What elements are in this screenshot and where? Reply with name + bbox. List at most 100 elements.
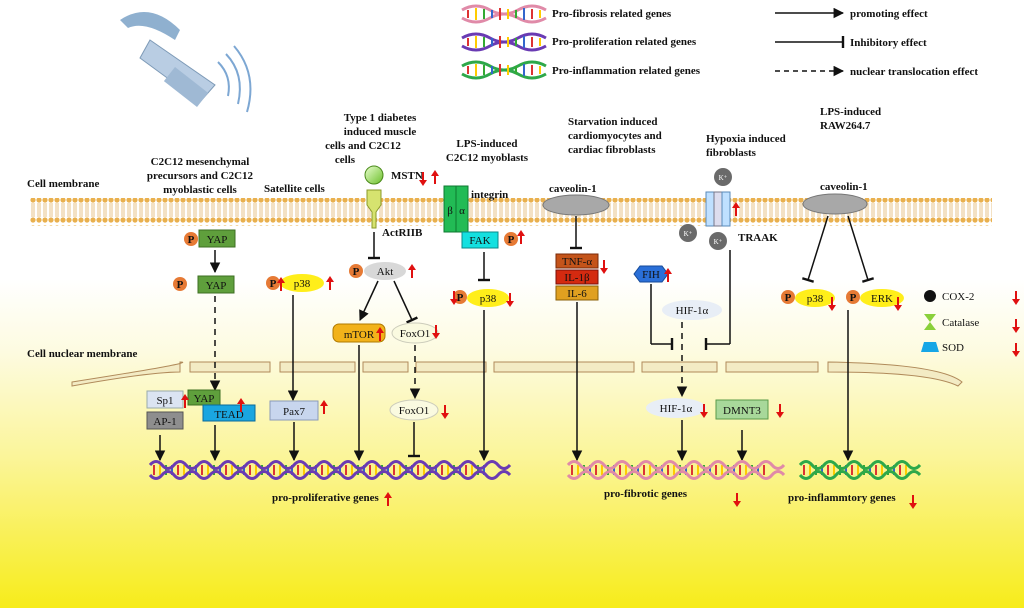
mstn-ligand-icon	[364, 165, 384, 185]
svg-text:TEAD: TEAD	[214, 409, 243, 421]
legend-fibrosis-gene-icon	[461, 4, 547, 24]
down-arrow-icon	[909, 495, 917, 509]
legend-proliferation-label: Pro-proliferation related genes	[552, 36, 697, 48]
pro-proliferative-label: pro-proliferative genes	[272, 492, 380, 504]
svg-text:FIH: FIH	[642, 269, 660, 281]
dna-inflammation	[798, 460, 922, 480]
up-arrow-icon	[237, 398, 245, 412]
col-mstn: MSTN ActRIIB P Akt mTOR FoxO1 FoxO1	[332, 165, 439, 462]
phospho-icon	[266, 276, 280, 290]
cox2-icon	[924, 290, 936, 302]
k-ion-icon	[679, 224, 697, 242]
svg-text:α: α	[459, 205, 465, 217]
legend-fibrosis-label: Pro-fibrosis related genes	[552, 8, 672, 20]
dna-proliferation	[148, 460, 512, 480]
svg-text:SOD: SOD	[942, 342, 964, 354]
up-arrow-icon	[732, 202, 740, 216]
up-arrow-icon	[431, 170, 439, 184]
down-arrow-icon	[894, 297, 902, 311]
dna-backbone	[566, 470, 786, 480]
dna-backbone	[566, 460, 786, 470]
pro-fibrotic-label: pro-fibrotic genes	[604, 488, 688, 500]
title-satellite: Satellite cells	[264, 183, 326, 195]
svg-text:DMNT3: DMNT3	[723, 405, 761, 417]
col-caveolin-fibrosis: caveolin-1 TNF-α IL-1β IL-6	[542, 183, 610, 462]
down-arrow-icon	[733, 493, 741, 507]
col-integrin: β α integrin FAK P P p38	[443, 185, 518, 462]
legend-proliferation-gene-icon	[461, 32, 547, 52]
legend-promoting-label: promoting effect	[850, 8, 928, 20]
svg-text:K⁺: K⁺	[684, 230, 693, 238]
svg-text:IL-1β: IL-1β	[564, 272, 590, 284]
svg-text:P: P	[188, 234, 195, 246]
svg-text:P: P	[850, 292, 857, 304]
legend-inflammation-label: Pro-inflammation related genes	[552, 65, 701, 77]
down-arrow-icon	[828, 297, 836, 311]
svg-text:P: P	[353, 266, 360, 278]
svg-text:YAP: YAP	[206, 280, 227, 292]
phospho-icon	[846, 290, 860, 304]
svg-text:p38: p38	[294, 278, 311, 290]
up-arrow-icon	[326, 276, 334, 290]
down-arrow-icon	[776, 404, 784, 418]
svg-text:TNF-α: TNF-α	[562, 256, 592, 268]
down-arrow-icon	[1012, 291, 1020, 305]
svg-text:K⁺: K⁺	[714, 238, 723, 246]
legend-inhibitory-label: Inhibitory effect	[850, 37, 927, 49]
cell-membrane-label: Cell membrane	[27, 178, 100, 190]
dna-backbone	[798, 460, 922, 470]
svg-text:HIF-1α: HIF-1α	[660, 403, 693, 415]
down-arrow-icon	[600, 260, 608, 274]
nuclear-membrane	[71, 361, 963, 387]
integrin-label: integrin	[471, 189, 508, 201]
down-arrow-icon	[1012, 343, 1020, 357]
svg-text:FAK: FAK	[469, 235, 490, 247]
phospho-icon	[349, 264, 363, 278]
svg-text:P: P	[270, 278, 277, 290]
phospho-icon	[184, 232, 198, 246]
up-arrow-icon	[277, 277, 285, 291]
regulation-arrows	[181, 170, 1020, 509]
down-arrow-icon	[1012, 319, 1020, 333]
traak-channel-icon	[721, 191, 731, 227]
down-arrow-icon	[506, 293, 514, 307]
svg-text:HIF-1α: HIF-1α	[676, 305, 709, 317]
down-arrow-icon	[441, 405, 449, 419]
col-caveolin-inflammation: caveolin-1 P p38 P ERK	[781, 181, 904, 462]
svg-text:K⁺: K⁺	[719, 174, 728, 182]
svg-text:AP-1: AP-1	[153, 416, 176, 428]
traak-label: TRAAK	[738, 232, 778, 244]
dna-backbone	[148, 470, 512, 480]
ultrasound-probe-icon	[120, 12, 252, 113]
phospho-icon	[504, 232, 518, 246]
down-arrow-icon	[432, 325, 440, 339]
svg-text:IL-6: IL-6	[567, 288, 587, 300]
svg-text:β: β	[447, 205, 453, 217]
svg-text:Pax7: Pax7	[283, 406, 306, 418]
up-arrow-icon	[320, 400, 328, 414]
caveolin-icon	[542, 194, 610, 216]
up-arrow-icon	[376, 327, 384, 341]
caveolin-icon	[802, 193, 868, 215]
svg-text:YAP: YAP	[194, 393, 215, 405]
svg-text:P: P	[785, 292, 792, 304]
up-arrow-icon	[408, 264, 416, 278]
legend-inflammation-gene-icon	[461, 60, 547, 80]
caveolin-raw-label: caveolin-1	[820, 181, 868, 193]
col-p38-pax7: P p38 Pax7	[266, 274, 324, 462]
svg-text:P: P	[457, 292, 464, 304]
k-ion-icon	[714, 168, 732, 186]
svg-text:FoxO1: FoxO1	[399, 405, 430, 417]
actriib-label: ActRIIB	[382, 227, 423, 239]
catalase-icon	[924, 314, 936, 330]
down-arrow-icon	[700, 404, 708, 418]
caveolin-label: caveolin-1	[549, 183, 597, 195]
svg-text:Catalase: Catalase	[942, 317, 979, 329]
pro-inflammatory-label: pro-inflammtory genes	[788, 492, 896, 504]
